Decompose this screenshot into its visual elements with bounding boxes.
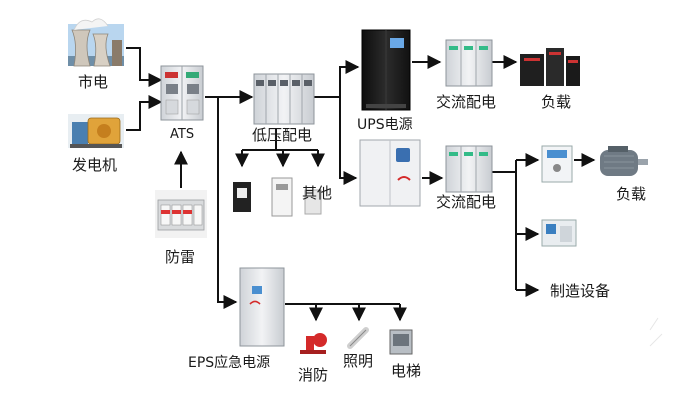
label-elevator: 电梯 bbox=[391, 362, 422, 380]
label-ac-dist-2: 交流配电 bbox=[436, 193, 497, 211]
arrow-ats-to-eps bbox=[217, 97, 238, 309]
generator-icon bbox=[68, 114, 124, 148]
switch-cabinet-icon bbox=[160, 65, 204, 121]
label-manufacturing: 制造设备 bbox=[550, 282, 611, 300]
label-other: 其他 bbox=[302, 184, 333, 202]
label-ac-dist-1: 交流配电 bbox=[436, 93, 497, 111]
distribution-cabinet-icon bbox=[253, 73, 315, 125]
ac-distribution-cabinet-icon bbox=[359, 139, 421, 207]
label-generator: 发电机 bbox=[72, 156, 118, 174]
label-lighting: 照明 bbox=[343, 352, 374, 370]
ac-distribution-cabinet-icon bbox=[445, 39, 493, 87]
label-ats: ATS bbox=[170, 127, 195, 142]
arrow-city-to-ats bbox=[126, 47, 163, 87]
label-low-voltage: 低压配电 bbox=[252, 126, 313, 144]
label-load-1: 负载 bbox=[541, 93, 572, 111]
elevator-car-icon bbox=[389, 329, 413, 355]
surge-protector-icon bbox=[155, 190, 207, 238]
arrow-generator-to-ats bbox=[126, 95, 163, 131]
fire-pump-icon bbox=[300, 333, 327, 354]
motor-icon bbox=[600, 146, 648, 176]
arrow-to-ac2 bbox=[339, 97, 358, 185]
cnc-machine-icon bbox=[541, 219, 577, 247]
ups-cabinet-icon bbox=[361, 29, 411, 111]
server-rack-icon bbox=[520, 48, 580, 86]
eps-cabinet-icon bbox=[239, 267, 285, 347]
label-eps: EPS应急电源 bbox=[188, 355, 271, 371]
ac-distribution-cabinet-icon bbox=[445, 145, 493, 193]
label-city-power: 市电 bbox=[78, 73, 109, 91]
lamp-icon bbox=[347, 327, 369, 349]
inverter-icon bbox=[541, 145, 573, 183]
arrow-to-ups bbox=[339, 60, 360, 97]
other-devices-icon bbox=[233, 177, 322, 217]
edge-decoration bbox=[649, 317, 663, 347]
label-load-2: 负载 bbox=[616, 185, 647, 203]
label-lightning: 防雷 bbox=[165, 248, 196, 266]
connection-lines bbox=[126, 47, 596, 322]
label-fire: 消防 bbox=[298, 366, 329, 384]
label-ups: UPS电源 bbox=[357, 117, 413, 133]
power-plant-icon bbox=[68, 18, 124, 67]
